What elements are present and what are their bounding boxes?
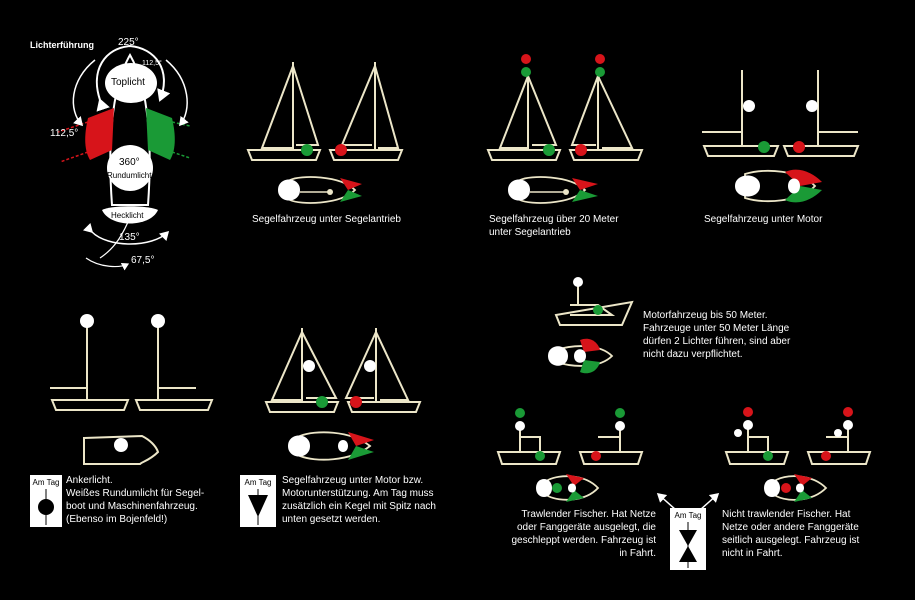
cone-icon bbox=[248, 489, 268, 525]
diagram-green-sector bbox=[146, 108, 175, 160]
topview-2 bbox=[508, 176, 598, 204]
diagram-title: Lichterführung bbox=[30, 40, 94, 50]
topview-trawl bbox=[536, 474, 600, 502]
angle-112-small: 112,5° bbox=[142, 60, 162, 67]
caption-nontrawl: Nicht trawlender Fischer. Hat Netze oder… bbox=[722, 509, 860, 559]
rundumlicht-label: Rundumlicht bbox=[107, 171, 152, 180]
day-sign-fishing: Am Tag bbox=[670, 508, 706, 570]
rundum-deg-label: 360° bbox=[119, 157, 140, 168]
angle-67: 67,5° bbox=[131, 255, 155, 266]
day-sign-anchor: Am Tag bbox=[30, 475, 62, 527]
angle-225: 225° bbox=[118, 37, 139, 48]
double-cone-icon bbox=[679, 522, 697, 568]
topview-3 bbox=[735, 169, 822, 203]
caption-motor: Segelfahrzeug unter Motor bbox=[704, 214, 823, 225]
topview-nontrawl bbox=[764, 474, 828, 502]
caption-trawl: Trawlender Fischer. Hat Netze oder Fangg… bbox=[511, 509, 656, 559]
topview-motor50 bbox=[548, 338, 614, 374]
sailboat-pair-1 bbox=[246, 62, 404, 161]
topview-motorsail bbox=[288, 431, 374, 461]
caption-motor50: Motorfahrzeug bis 50 Meter. Fahrzeuge un… bbox=[643, 310, 791, 360]
angle-112: 112,5° bbox=[50, 128, 79, 139]
caption-sail20: Segelfahrzeug über 20 Meter unter Segela… bbox=[489, 214, 619, 238]
day-sign-cone-label: Am Tag bbox=[244, 478, 272, 487]
day-sign-fishing-label: Am Tag bbox=[674, 511, 702, 520]
rundumlicht-shape bbox=[107, 145, 153, 191]
sector-diagram bbox=[57, 44, 191, 271]
hecklicht-shape bbox=[102, 206, 158, 224]
diagram-red-sector bbox=[85, 108, 114, 160]
caption-anchor: Ankerlicht. Weißes Rundumlicht für Segel… bbox=[66, 475, 205, 525]
caption-sail: Segelfahrzeug unter Segelantrieb bbox=[252, 214, 401, 225]
day-sign-cone: Am Tag bbox=[240, 475, 276, 527]
hecklicht-label: Hecklicht bbox=[111, 211, 144, 220]
toplicht-label: Toplicht bbox=[111, 77, 145, 88]
angle-135: 135° bbox=[119, 232, 140, 243]
caption-motorsail: Segelfahrzeug unter Motor bzw. Motorunte… bbox=[282, 475, 436, 525]
topview-1 bbox=[278, 176, 362, 204]
ball-icon bbox=[38, 489, 54, 525]
day-sign-anchor-label: Am Tag bbox=[32, 478, 60, 487]
